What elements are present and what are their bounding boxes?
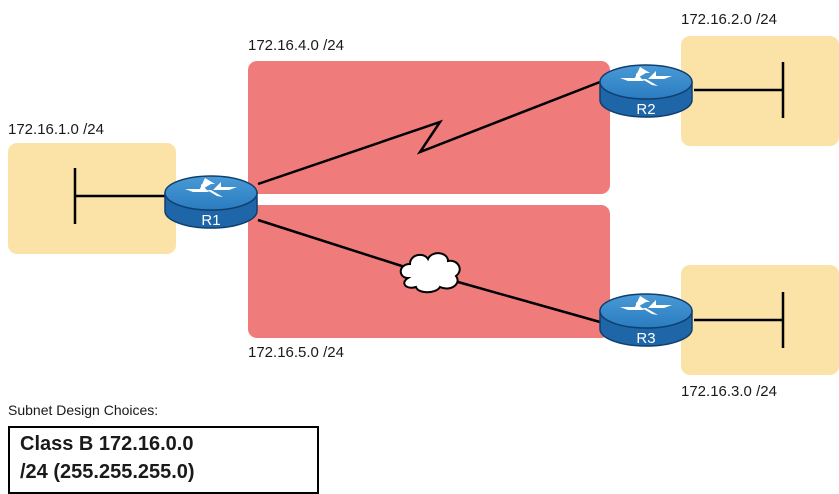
subnet-label-lan-r3: 172.16.3.0 /24 xyxy=(681,383,777,400)
link-r1-cloud xyxy=(257,218,409,270)
subnet-label-wan-r1-r2: 172.16.4.0 /24 xyxy=(248,37,344,54)
wan-cloud-icon xyxy=(399,252,461,294)
subnet-label-lan-r1: 172.16.1.0 /24 xyxy=(8,121,104,138)
serial-link-r1-r2 xyxy=(257,80,601,186)
subnet-label-wan-r1-r3: 172.16.5.0 /24 xyxy=(248,344,344,361)
design-choices-box: Class B 172.16.0.0 /24 (255.255.255.0) xyxy=(8,426,319,494)
design-choice-class: Class B 172.16.0.0 xyxy=(20,433,194,455)
lan-segment-r3 xyxy=(694,292,785,348)
router-r3-label: R3 xyxy=(636,330,655,347)
design-choice-mask: /24 (255.255.255.0) xyxy=(20,461,195,483)
router-r3-icon xyxy=(599,293,693,347)
subnet-label-lan-r2: 172.16.2.0 /24 xyxy=(681,11,777,28)
router-r2-label: R2 xyxy=(636,101,655,118)
router-r2-icon xyxy=(599,64,693,118)
router-r1-icon xyxy=(164,175,258,229)
lan-area-r1 xyxy=(8,143,176,254)
router-r1-label: R1 xyxy=(201,212,220,229)
wan-area-r1-r2 xyxy=(248,61,610,194)
design-choices-caption: Subnet Design Choices: xyxy=(8,402,159,418)
link-cloud-r3 xyxy=(457,280,601,324)
lan-segment-r2 xyxy=(694,62,785,118)
lan-segment-r1 xyxy=(73,168,168,224)
